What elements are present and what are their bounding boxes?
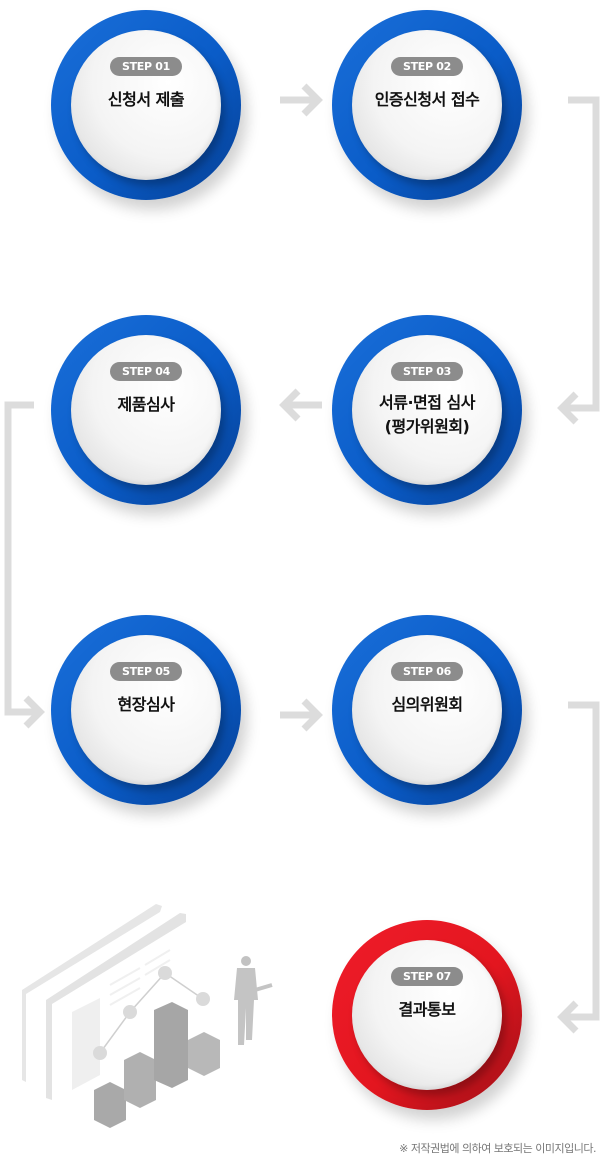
step-badge: STEP 05	[109, 662, 183, 681]
step-label: 제품심사	[117, 395, 175, 414]
step-03: STEP 03 서류·면접 심사 (평가위원회)	[332, 315, 522, 505]
step-badge: STEP 03	[390, 362, 464, 381]
step-badge: STEP 02	[390, 57, 464, 76]
arrow-right-icon	[280, 698, 323, 732]
analytics-illustration	[22, 904, 273, 1128]
step-label: 인증신청서 접수	[374, 90, 480, 109]
step-label: 현장심사	[117, 695, 175, 714]
arrow-left-icon	[279, 388, 322, 422]
step-label-sub: (평가위원회)	[384, 417, 470, 436]
step-01: STEP 01 신청서 제출	[51, 10, 241, 200]
step-06: STEP 06 심의위원회	[332, 615, 522, 805]
step-05: STEP 05 현장심사	[51, 615, 241, 805]
connector-line-6-7	[557, 701, 600, 1034]
step-badge: STEP 01	[109, 57, 183, 76]
copyright-note: ※ 저작권법에 의하여 보호되는 이미지입니다.	[399, 1142, 596, 1155]
step-label: 결과통보	[398, 1000, 456, 1019]
connector-line-2-3	[557, 96, 600, 425]
step-label: 서류·면접 심사	[379, 393, 475, 412]
step-07: STEP 07 결과통보	[332, 920, 522, 1110]
step-04: STEP 04 제품심사	[51, 315, 241, 505]
step-02: STEP 02 인증신청서 접수	[332, 10, 522, 200]
step-badge: STEP 04	[109, 362, 183, 381]
step-label: 신청서 제출	[107, 90, 185, 109]
step-badge: STEP 06	[390, 662, 464, 681]
arrow-right-icon	[280, 83, 323, 117]
step-badge: STEP 07	[390, 967, 464, 986]
connector-line-4-5	[4, 401, 45, 729]
step-label: 심의위원회	[391, 695, 463, 714]
